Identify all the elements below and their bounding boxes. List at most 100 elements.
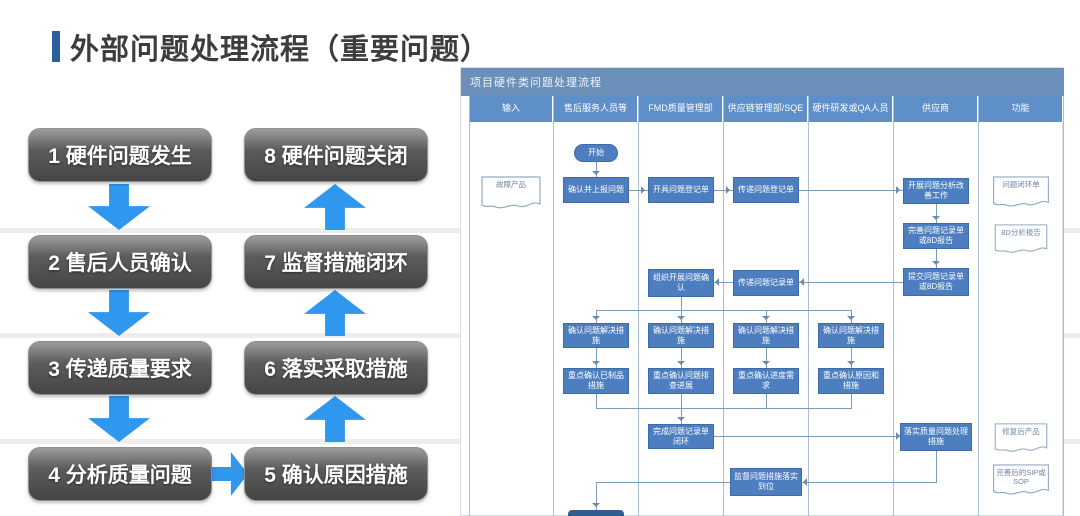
node-confirm-solution-4: 确认问题解决措施 [818, 323, 884, 348]
flow-connector [596, 482, 597, 510]
arrow-down-icon [88, 184, 150, 230]
step-box-3: 3 传递质量要求 [28, 341, 212, 395]
arrowhead [677, 417, 685, 425]
flow-connector [596, 310, 852, 311]
document-issue-loop: 问题闭环单 [991, 176, 1051, 210]
document-label: 修复后产品 [1002, 427, 1040, 436]
step-box-1: 1 硬件问题发生 [28, 128, 212, 182]
document-label: 问题闭环单 [1002, 180, 1040, 189]
node-focus-investigation: 重点确认问题排查进展 [648, 368, 714, 394]
page-title: 外部问题处理流程（重要问题） [70, 34, 491, 66]
lane-header: 售后服务人员等 [554, 96, 638, 122]
flow-connector [766, 394, 767, 408]
lane-header: 供应链管理部/SQE [724, 96, 808, 122]
step-box-5: 5 确认原因措施 [244, 447, 428, 501]
flowchart-title: 项目硬件类问题处理流程 [461, 68, 1064, 96]
flow-connector [851, 394, 852, 408]
step-box-8: 8 硬件问题关闭 [244, 128, 428, 182]
document-icon [994, 224, 1048, 253]
step-label: 8 硬件问题关闭 [264, 145, 408, 168]
document-icon [481, 176, 541, 209]
lane-header: 功能 [979, 96, 1063, 122]
lane-header: 硬件研发或QA人员 [809, 96, 893, 122]
arrowhead [592, 503, 600, 511]
node-pass-record: 传递问题记录单 [733, 270, 799, 296]
node-confirm-report: 确认并上报问题 [563, 177, 629, 203]
arrow-down-icon [88, 396, 150, 442]
flow-connector [596, 394, 597, 408]
arrowhead [711, 278, 719, 286]
step-label: 2 售后人员确认 [48, 252, 192, 275]
lane-supplychain: 供应链管理部/SQE [724, 96, 809, 516]
step-box-7: 7 监督措施闭环 [244, 235, 428, 289]
arrowhead [592, 316, 600, 324]
document-icon [994, 423, 1048, 452]
lane-aftersales: 售后服务人员等 [554, 96, 639, 516]
lane-header: 供应商 [894, 96, 978, 122]
flow-connector [681, 348, 682, 368]
start-node: 开始 [574, 144, 618, 162]
flow-connector [936, 451, 937, 482]
lane-supplier: 供应商 [894, 96, 979, 516]
arrowhead [932, 216, 940, 224]
step-label: 4 分析质量问题 [48, 464, 192, 487]
node-focus-finished-product: 重点确认已制品措施 [563, 368, 629, 394]
arrowhead [677, 361, 685, 369]
flow-connector [936, 204, 937, 223]
flow-connector [681, 394, 682, 424]
document-label: 8D分析报告 [1001, 228, 1041, 237]
node-implement-measures: 落实质量问题处理措施 [900, 423, 972, 451]
flow-connector [596, 348, 597, 368]
node-confirm-solution-1: 确认问题解决措施 [563, 323, 629, 348]
title-accent-bar [52, 31, 60, 62]
arrow-down-icon [88, 290, 150, 336]
flow-connector [714, 282, 733, 283]
arrowhead [932, 261, 940, 269]
lane-header: FMD质量管理部 [639, 96, 723, 122]
document-icon [993, 464, 1049, 495]
arrowhead [762, 361, 770, 369]
arrowhead [847, 316, 855, 324]
document-improved-sop: 完善后的SIP或SOP [991, 464, 1051, 498]
document-8d-report: 8D分析报告 [991, 224, 1051, 256]
node-submit-record: 提交问题记录单或8D报告 [903, 268, 969, 296]
step-box-6: 6 落实采取措施 [244, 341, 428, 395]
arrowhead [726, 186, 734, 194]
arrowhead [592, 361, 600, 369]
node-confirm-solution-2: 确认问题解决措施 [648, 323, 714, 348]
lane-rnd-qa: 硬件研发或QA人员 [809, 96, 894, 516]
node-pass-ticket: 传递问题登记单 [733, 177, 799, 203]
flow-connector [936, 249, 937, 268]
flow-connector [596, 408, 852, 409]
step-box-4: 4 分析质量问题 [28, 447, 212, 501]
step-label: 6 落实采取措施 [264, 358, 408, 381]
arrow-up-icon [304, 290, 366, 336]
flow-connector [596, 482, 730, 483]
node-organize-confirm: 组织开展问题确认 [648, 269, 714, 297]
node-confirm-solution-3: 确认问题解决措施 [733, 323, 799, 348]
step-box-2: 2 售后人员确认 [28, 235, 212, 289]
document-faulty-product: 故障产品 [481, 176, 541, 212]
document-icon [993, 176, 1049, 207]
step-label: 5 确认原因措施 [264, 464, 408, 487]
arrowhead [592, 171, 600, 179]
step-label: 1 硬件问题发生 [48, 145, 192, 168]
swimlanes: 输入 售后服务人员等 FMD质量管理部 供应链管理部/SQE 硬件研发或QA人员… [469, 96, 1064, 516]
flow-connector [681, 297, 682, 310]
document-fixed-product: 修复后产品 [991, 423, 1051, 455]
flow-connector [629, 190, 648, 191]
arrowhead [799, 478, 807, 486]
arrow-right-icon [210, 452, 248, 496]
node-issue-ticket: 开具问题登记单 [648, 177, 714, 203]
flow-connector [596, 162, 597, 177]
flow-connector [714, 190, 733, 191]
flow-connector [799, 282, 903, 283]
node-focus-schedule: 重点确认进度需求 [733, 368, 799, 394]
arrowhead [896, 432, 904, 440]
node-supervise-implementation: 监督问题措施落实到位 [730, 468, 802, 496]
flowchart-panel: 项目硬件类问题处理流程 输入 售后服务人员等 FMD质量管理部 供应链管理部/S… [460, 67, 1064, 516]
step-label: 7 监督措施闭环 [264, 252, 408, 275]
node-focus-root-cause: 重点确认原因和措施 [818, 368, 884, 394]
lane-fmd: FMD质量管理部 [639, 96, 724, 516]
